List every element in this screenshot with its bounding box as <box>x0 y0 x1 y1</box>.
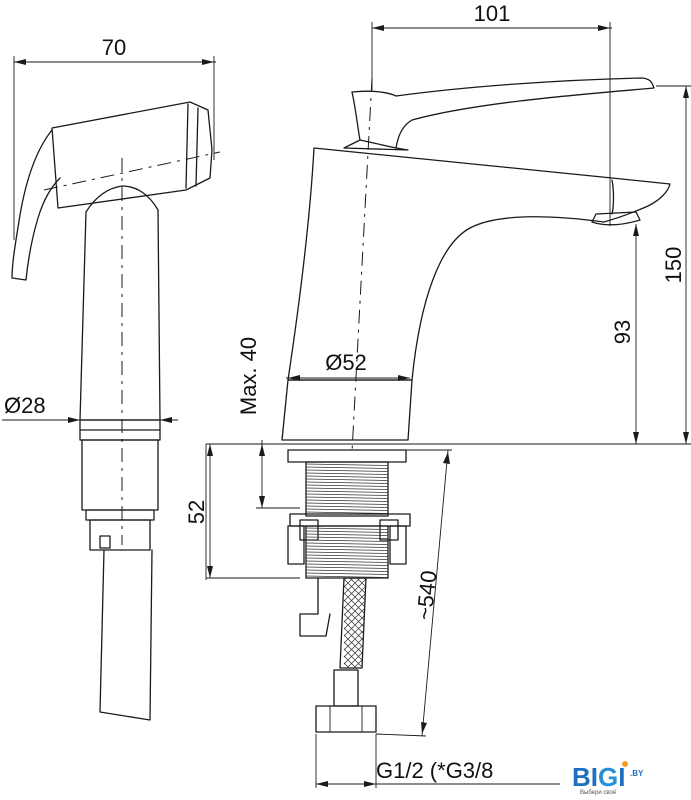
dim-thread-length-text: 52 <box>184 500 209 524</box>
braid-line <box>343 592 366 616</box>
thread-line <box>305 463 389 466</box>
dim-connection-text: G1/2 (*G3/8 <box>376 758 493 783</box>
thread-line <box>305 505 389 508</box>
thread-line <box>305 545 389 548</box>
thread-line <box>305 487 389 490</box>
thread-line <box>305 554 389 557</box>
braid-line <box>343 599 366 623</box>
braid-line <box>344 677 366 699</box>
thread-line <box>305 478 389 481</box>
dim-shower-diameter: Ø28 <box>2 393 178 423</box>
thread-line <box>305 572 389 575</box>
dim-hose-length-text: ~540 <box>412 569 442 621</box>
braid-line <box>343 641 366 665</box>
braid-line <box>343 613 366 637</box>
thread-line <box>305 484 389 487</box>
braid-line <box>343 578 366 588</box>
thread-line <box>305 472 389 475</box>
thread-line <box>305 527 389 530</box>
thread-line <box>305 481 389 484</box>
logo-letters: BI <box>572 762 598 792</box>
braid-line <box>343 627 366 651</box>
bigi-logo: BIGI .BY Выбери своё <box>572 761 644 796</box>
thread-line <box>305 536 389 539</box>
thread-line <box>305 475 389 478</box>
thread-line <box>305 566 389 569</box>
thread-line <box>305 557 389 560</box>
thread-line <box>305 496 389 499</box>
thread-line <box>305 502 389 505</box>
logo-domain: .BY <box>630 769 644 778</box>
dim-spout-reach-text: 101 <box>474 1 511 26</box>
braid-line <box>344 670 366 692</box>
dim-shower-length-text: 70 <box>102 35 126 60</box>
dim-hose-length: ~540 <box>375 449 452 737</box>
braid-line <box>343 648 366 668</box>
faucet <box>281 77 671 453</box>
thread-line <box>305 569 389 572</box>
braid-line <box>343 585 366 609</box>
dim-max-deck: Max. 40 <box>236 337 300 509</box>
thread-line <box>305 533 389 536</box>
dim-base-diameter-text: Ø52 <box>325 350 367 375</box>
logo-dot <box>622 761 628 767</box>
mounting-assembly <box>287 449 411 733</box>
logo-tagline: Выбери своё <box>580 790 617 796</box>
thread-line <box>305 469 389 472</box>
braid-line <box>343 655 366 668</box>
dim-shower-length: 70 <box>13 35 216 240</box>
thread-line <box>305 530 389 533</box>
thread-line <box>305 466 389 469</box>
thread-line <box>305 511 389 514</box>
thread-line <box>305 499 389 502</box>
dim-spout-reach: 101 <box>371 1 612 226</box>
thread-line <box>305 542 389 545</box>
dim-spout-height-text: 93 <box>610 320 635 344</box>
braid-line <box>343 634 366 658</box>
braid-line <box>343 662 366 668</box>
dim-spout-height: 93 <box>610 224 639 444</box>
svg-text:BIGI: BIGI <box>572 762 625 792</box>
braid-line <box>343 620 366 644</box>
thread-line <box>305 508 389 511</box>
dim-base-diameter: Ø52 <box>286 350 410 381</box>
thread-line <box>305 560 389 563</box>
thread-line <box>305 548 389 551</box>
dim-thread-length: 52 <box>184 444 213 578</box>
thread-line <box>305 490 389 493</box>
thread-line <box>305 563 389 566</box>
braid-line <box>343 578 366 602</box>
dim-connection: G1/2 (*G3/8 <box>315 734 560 788</box>
dim-shower-diameter-text: Ø28 <box>4 393 46 418</box>
dim-total-height-text: 150 <box>661 247 686 284</box>
braid-line <box>344 677 366 699</box>
braid-line <box>343 606 366 630</box>
hand-shower <box>11 101 221 721</box>
dim-max-deck-text: Max. 40 <box>236 337 261 415</box>
thread-line <box>305 539 389 542</box>
thread-line <box>305 575 389 578</box>
thread-line <box>305 493 389 496</box>
braid-line <box>343 578 366 588</box>
dim-total-height: 150 <box>656 85 691 444</box>
braid-line <box>343 578 366 595</box>
braid-line <box>344 670 366 692</box>
thread-line <box>305 551 389 554</box>
